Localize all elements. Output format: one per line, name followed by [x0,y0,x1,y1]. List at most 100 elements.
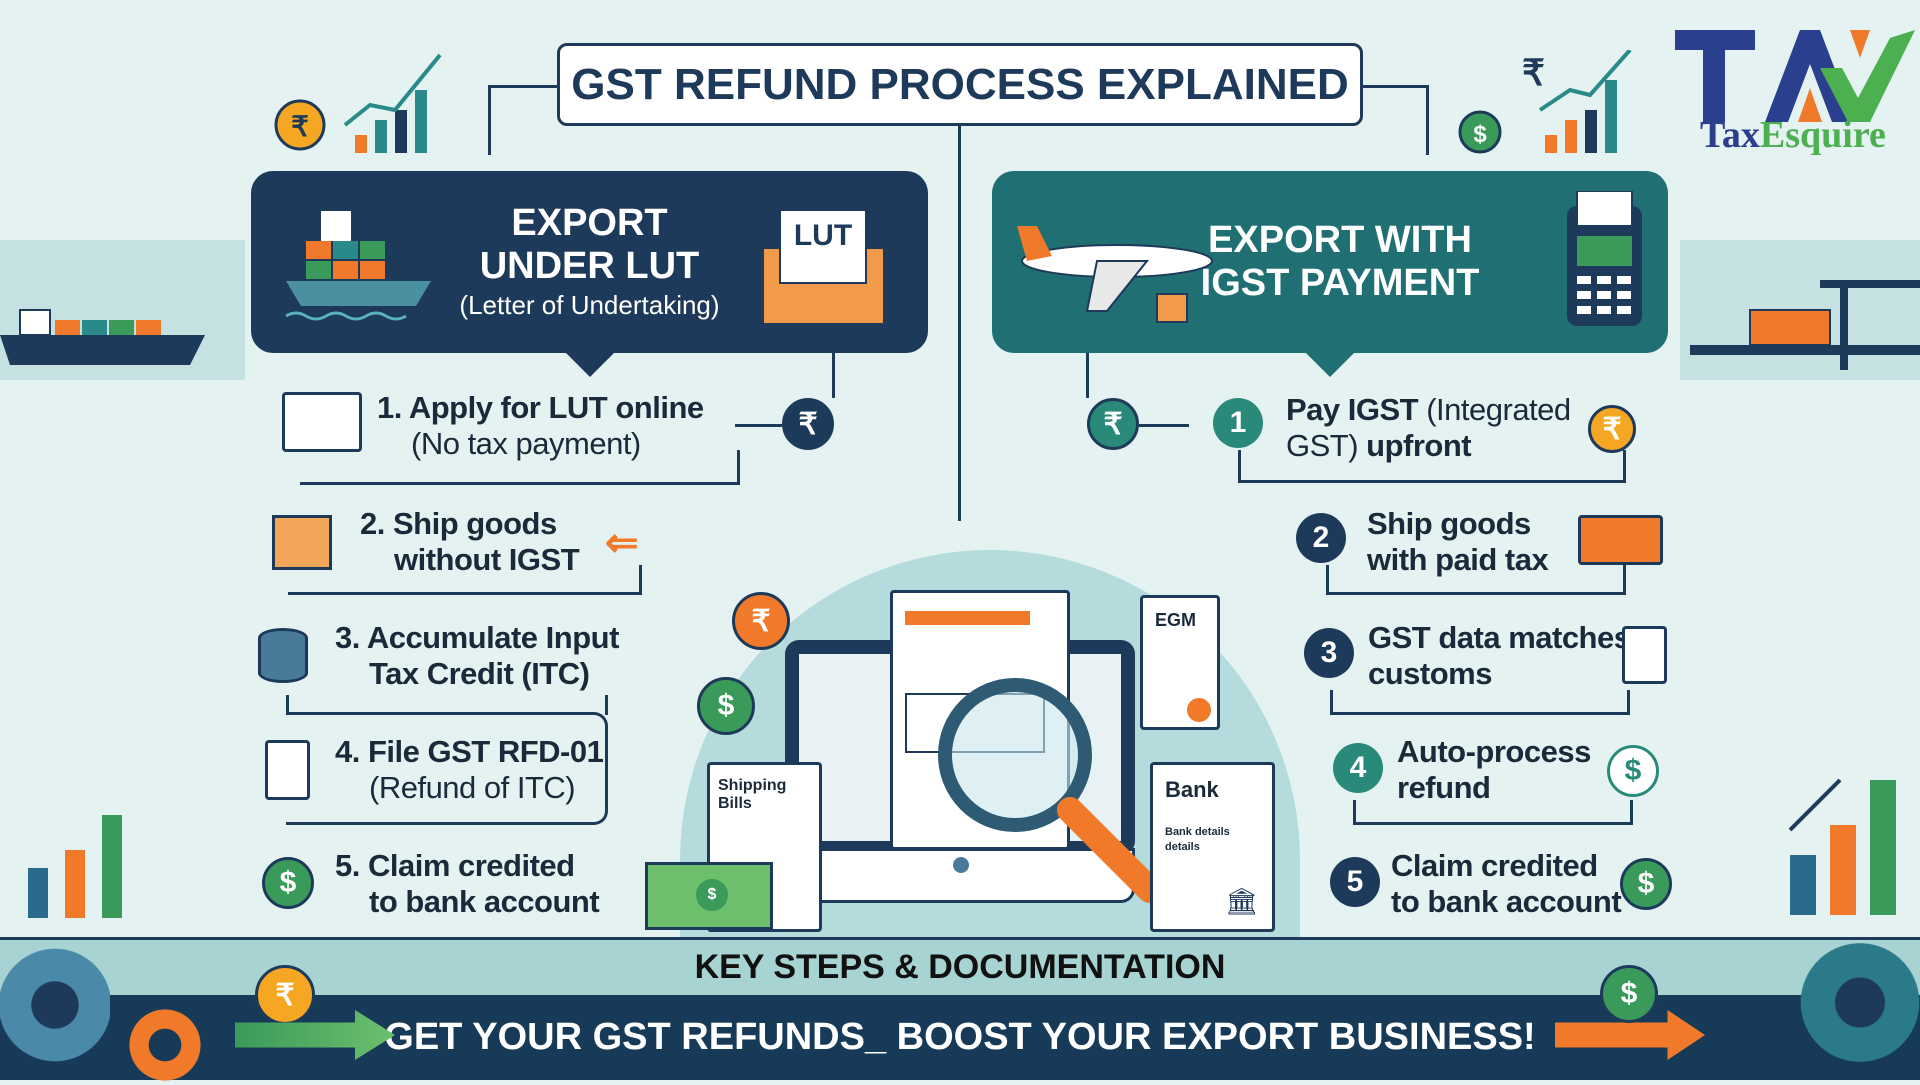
header-line2: UNDER LUT [479,245,700,287]
step-detail: to bank account [1391,884,1622,919]
step-title: 4. File GST RFD-01 [335,734,604,769]
step-title: 1. Apply for LUT online [377,390,704,425]
connector [288,565,642,595]
step-number-5: 5 [1330,857,1380,907]
step-number-4: 4 [1333,743,1383,793]
port-crane-icon [1690,280,1920,370]
header-subtitle: (Letter of Undertaking) [459,290,720,320]
bank-document: Bank Bank details details 🏛 [1150,762,1275,932]
bar-chart-decor-left [28,815,122,918]
rupee-coin-icon: ₹ [1087,398,1139,450]
tax-logo-mark [1675,30,1915,122]
step-title: 2. Ship goods [360,506,557,541]
laptop-icon [282,392,362,452]
dollar-coin-icon: $ [697,677,755,735]
header-line1: EXPORT [511,202,668,244]
rupee-coin-icon: ₹ [782,398,834,450]
coins-icon [258,628,308,683]
step-title-extra: (Integrated [1418,392,1571,427]
document-pen-icon [1622,626,1667,684]
bank-details-label: Bank details details [1165,826,1230,853]
center-divider [958,126,961,521]
step-detail: to bank account [369,884,600,919]
monitor-button [953,857,969,873]
step-number-1: 1 [1213,398,1263,448]
banknote-icon: $ [645,862,773,930]
step-detail: GST) [1286,428,1359,463]
svg-text:₹: ₹ [1522,52,1545,93]
footer-subtitle-bar: KEY STEPS & DOCUMENTATION [0,937,1920,995]
step-title: 3. Accumulate Input [335,620,619,655]
bank-label: Bank [1165,777,1219,802]
rupee-coin-icon: ₹ [732,592,790,650]
step-title: Pay IGST [1286,392,1419,427]
footer-subtitle: KEY STEPS & DOCUMENTATION [694,948,1226,986]
dollar-coin-icon: $ [1620,858,1672,910]
connector [832,353,835,398]
bank-building-icon: 🏛 [1224,886,1258,916]
cargo-ship-icon [0,309,205,365]
step-detail: without IGST [394,542,580,577]
step-number-3: 3 [1304,628,1354,678]
logo-brand-tax: Tax [1700,114,1760,156]
title-connector-left [488,85,558,155]
step-detail: with paid tax [1367,542,1549,577]
refresh-dollar-icon: $ [1607,745,1659,797]
dollar-coin-icon: $ [262,857,314,909]
lut-envelope-icon: LUT [761,201,886,331]
coins-icon: ₹ [1588,405,1636,453]
step-title: GST data matches [1368,620,1631,655]
growth-chart-icon: ₹ [274,53,442,153]
connector-arrow [1139,424,1189,427]
gear-icon [1800,925,1920,1080]
taxesquire-logo: TaxEsquire [1670,18,1920,158]
left-step-1: 1. Apply for LUT online(No tax payment) [377,390,704,462]
connector [1326,565,1626,595]
svg-text:$: $ [1473,121,1487,148]
banknote-dollar: $ [696,879,728,911]
header-line1: EXPORT WITH [1208,219,1472,261]
export-with-igst-header: EXPORT WITH IGST PAYMENT [992,171,1668,377]
header-line2: IGST PAYMENT [1200,262,1480,304]
connector [1086,353,1089,398]
gear-icon [0,930,110,1080]
shipping-bills-label: Shipping Bills [718,777,787,812]
payment-terminal-icon [1567,191,1642,326]
connector [1238,450,1626,483]
connector [1353,800,1633,825]
step-detail-bold: upfront [1358,428,1472,463]
page-title: GST REFUND PROCESS EXPLAINED [557,43,1363,126]
connector [286,695,608,715]
rupee-glyph: ₹ [291,111,309,142]
rupee-coin-icon: ₹ [255,965,315,1025]
logo-brand-esquire: Esquire [1759,114,1886,156]
footer-banner-text: GET YOUR GST REFUNDS_ BOOST YOUR EXPORT … [384,1016,1536,1058]
magnifier-icon [938,678,1163,903]
step-detail: (Refund of ITC) [369,770,576,805]
dollar-coin-icon: $ [1600,965,1658,1023]
step-detail: (No tax payment) [411,426,641,461]
step-title: Ship goods [1367,506,1531,541]
truck-icon [1578,515,1663,565]
step-detail: Tax Credit (ITC) [369,656,590,691]
connector [1330,690,1630,715]
connector [286,712,608,825]
bar-chart-decor-right [1788,778,1896,915]
connector-arrow [735,424,782,427]
export-under-lut-header: EXPORT UNDER LUT (Letter of Undertaking)… [251,171,928,377]
egm-document: EGM [1140,595,1220,730]
connector [300,450,740,485]
step-title: Auto-process [1397,734,1591,769]
arrow-left-icon: ⇐ [605,521,639,565]
step-title: 5. Claim credited [335,848,575,883]
step-title: Claim credited [1391,848,1598,883]
growth-chart-icon-right: $ ₹ [1458,50,1632,154]
left-step-4: 4. File GST RFD-01(Refund of ITC) [335,734,604,806]
